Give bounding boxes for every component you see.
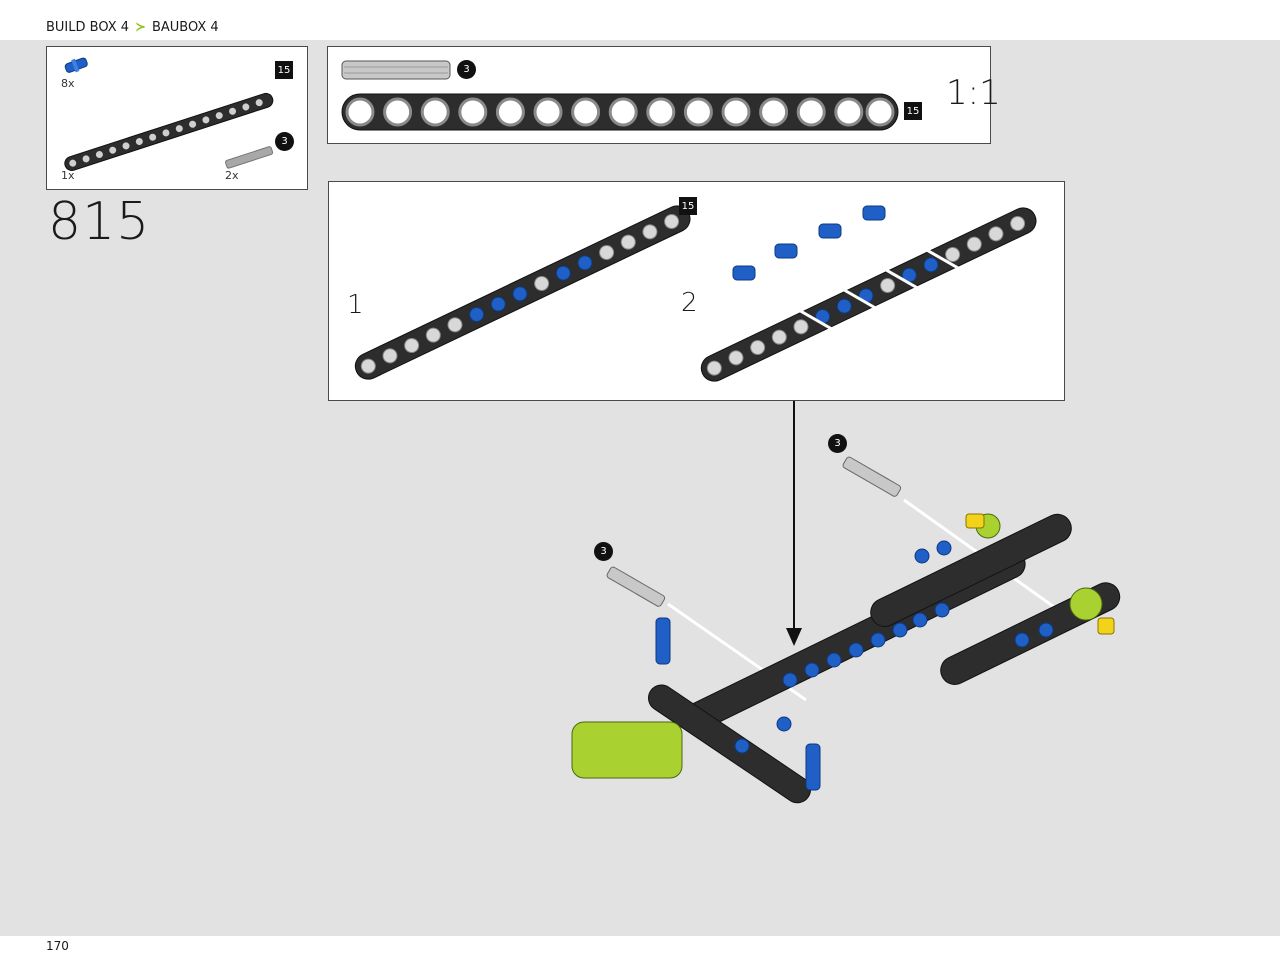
breadcrumb: BUILD BOX 4 ≻ BAUBOX 4: [46, 20, 219, 35]
substep-1-label: 1: [347, 290, 364, 320]
axle-icon: [225, 146, 274, 169]
beam-quantity: 1x: [61, 169, 75, 182]
axle-top: [842, 456, 902, 497]
down-arrow-icon: [786, 628, 802, 646]
scale-label: 1:1: [946, 73, 1001, 113]
page-footer: [0, 936, 1280, 974]
sub-assembly-box: 15 1 2: [328, 181, 1065, 401]
step-number: 815: [48, 192, 151, 252]
scale-axle-badge: 3: [457, 60, 476, 79]
blue-pin-icon: [64, 57, 88, 73]
chassis-pins: [734, 540, 1054, 754]
loose-blue-pins: [732, 205, 886, 281]
yellow-axle-connectors: [965, 513, 1115, 635]
parts-list-illustration: [64, 57, 274, 171]
beam-scale-icon: [341, 93, 899, 131]
lime-connector-front: [571, 721, 683, 779]
sub-assembly-illustration: [354, 205, 1037, 382]
insert-pin-arrows: [756, 224, 966, 334]
axle-quantity: 2x: [225, 169, 239, 182]
chassis-beams: [648, 513, 1121, 804]
pin-quantity: 8x: [61, 77, 75, 90]
page-header: BUILD BOX 4 ≻ BAUBOX 4: [0, 0, 1280, 40]
scale-illustration: [341, 60, 899, 131]
substep-2-label: 2: [681, 288, 698, 318]
axle-scale-icon: [341, 60, 451, 80]
breadcrumb-separator-icon: ≻: [135, 20, 146, 35]
scale-beam-badge: 15: [904, 102, 922, 120]
main-axle-badge-top: 3: [828, 434, 847, 453]
axle-left: [606, 566, 666, 607]
parts-list-box: 8x 1x 2x 15 3: [46, 46, 308, 190]
scale-reference-box: 3 15 1:1: [327, 46, 1001, 144]
main-axle-badge-left: 3: [594, 542, 613, 561]
breadcrumb-baubox: BAUBOX 4: [151, 20, 219, 35]
beam-with-pins-step-2: [700, 207, 1037, 382]
sub-assembly-beam-badge: 15: [679, 197, 697, 215]
beam-icon: [64, 92, 274, 171]
beam-length-badge: 15: [275, 61, 293, 79]
breadcrumb-build-box: BUILD BOX 4: [46, 20, 130, 35]
vertical-pins: [655, 617, 821, 791]
page-number: 170: [46, 939, 69, 953]
axle-length-badge: 3: [275, 132, 294, 151]
